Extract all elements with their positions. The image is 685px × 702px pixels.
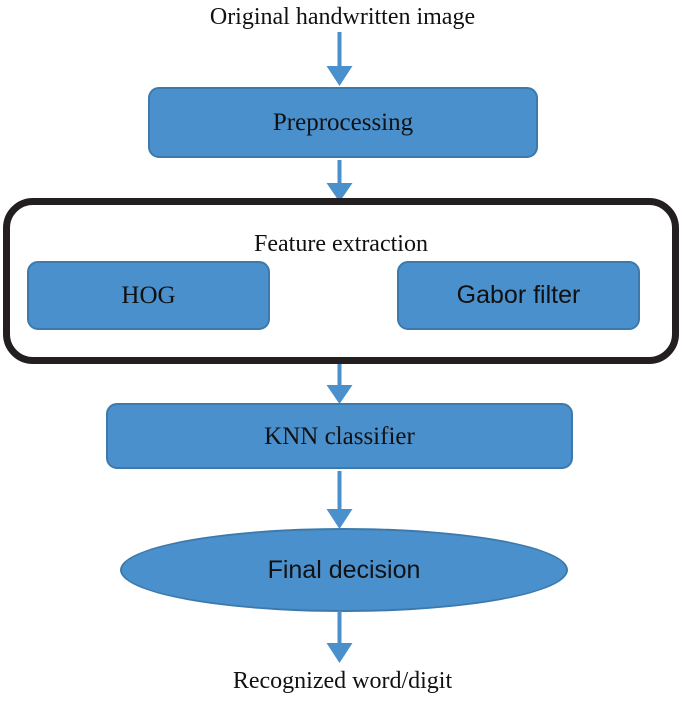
node-hog-label: HOG: [121, 282, 176, 309]
node-knn-classifier-label: KNN classifier: [264, 422, 415, 450]
group-feature-extraction-label: Feature extraction: [254, 231, 428, 257]
arrow-feature-extraction-to-knn: [326, 364, 353, 404]
output-label: Recognized word/digit: [232, 668, 453, 694]
group-feature-extraction: Feature extraction HOG Gabor filter: [3, 198, 679, 364]
arrow-final-decision-to-output: [326, 611, 353, 663]
node-preprocessing-label: Preprocessing: [272, 109, 414, 136]
arrow-input-to-preprocessing: [326, 32, 353, 86]
arrow-knn-to-final-decision: [326, 471, 353, 529]
node-final-decision-label: Final decision: [267, 555, 421, 584]
node-gabor-filter-label: Gabor filter: [456, 281, 581, 309]
arrow-preprocessing-to-feature-extraction: [326, 160, 353, 202]
node-hog[interactable]: HOG: [27, 261, 270, 330]
node-gabor-filter[interactable]: Gabor filter: [397, 261, 640, 330]
input-label: Original handwritten image: [209, 4, 476, 30]
node-final-decision[interactable]: Final decision: [120, 528, 568, 612]
node-knn-classifier[interactable]: KNN classifier: [106, 403, 573, 469]
node-preprocessing[interactable]: Preprocessing: [148, 87, 538, 158]
